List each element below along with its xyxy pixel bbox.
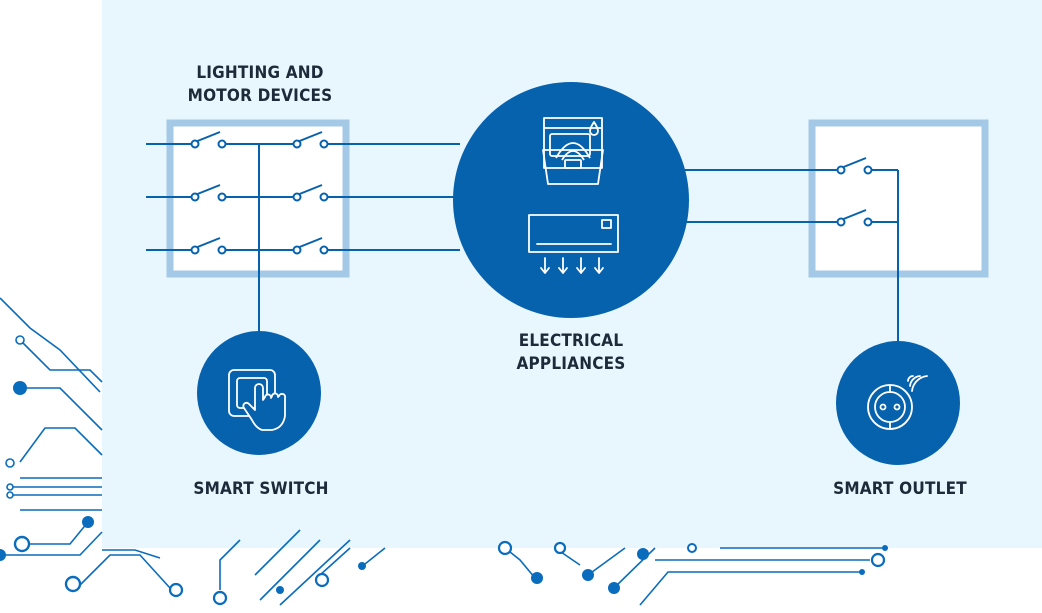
lighting-label-line1: LIGHTING AND <box>196 63 324 83</box>
circuit-dots-left <box>0 381 366 594</box>
lighting-label-line2: MOTOR DEVICES <box>187 86 333 106</box>
smart-outlet-node <box>836 341 960 465</box>
switch-wiring-left <box>146 131 460 360</box>
switch-wiring-right <box>680 157 899 360</box>
dishwasher-icon <box>542 117 604 185</box>
circuit-dots-right <box>531 545 888 594</box>
appliances-label-line1: ELECTRICAL <box>518 331 624 351</box>
circuit-decoration-right <box>497 540 886 606</box>
smart-outlet-icon <box>867 375 928 430</box>
air-conditioner-icon <box>528 214 619 274</box>
switch-contacts-left <box>190 139 329 255</box>
touch-switch-icon <box>228 369 287 431</box>
lighting-devices-label: LIGHTING AND MOTOR DEVICES <box>180 62 340 108</box>
circuit-decoration-left <box>0 297 386 606</box>
smart-outlet-label: SMART OUTLET <box>833 479 967 499</box>
smart-switch-label: SMART SWITCH <box>193 479 329 499</box>
electrical-appliances-label: ELECTRICAL APPLIANCES <box>481 330 661 376</box>
appliances-node <box>453 82 689 318</box>
appliances-label-line2: APPLIANCES <box>516 354 626 374</box>
switch-contacts-right <box>836 165 873 227</box>
